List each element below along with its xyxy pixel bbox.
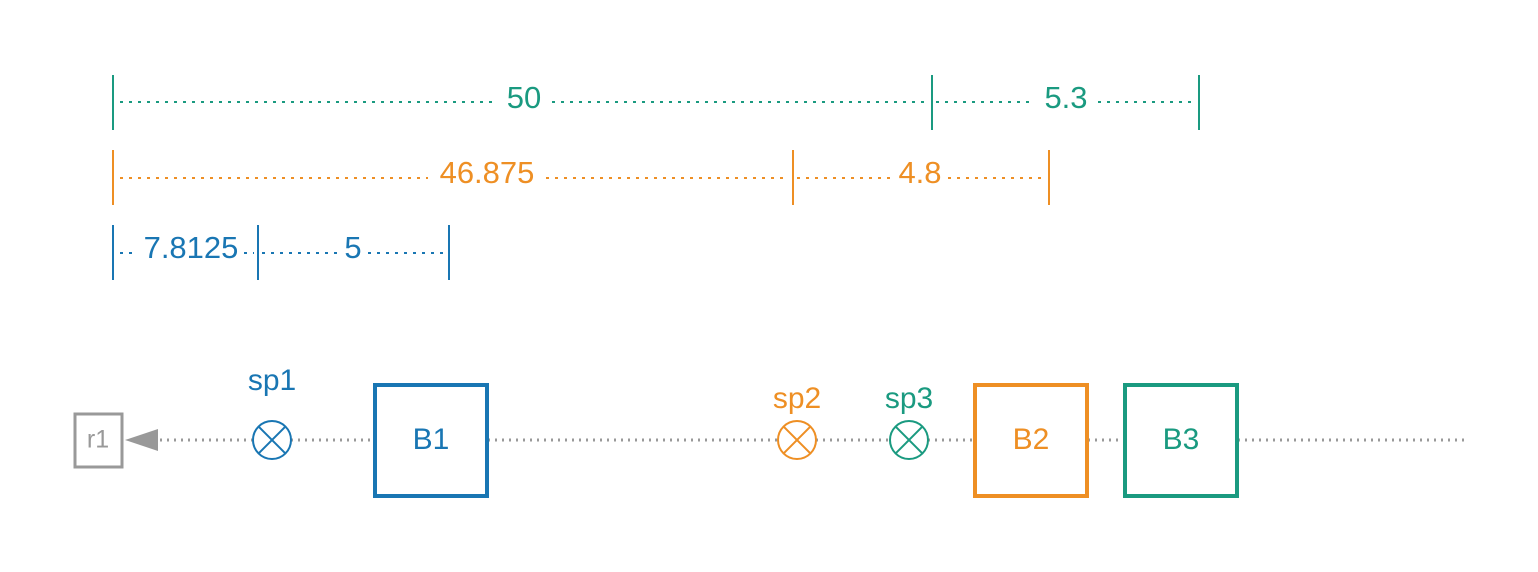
spool-label: sp1 — [248, 364, 296, 397]
cross-circle-icon — [889, 420, 929, 460]
dim-label-blue-2: 5 — [344, 230, 361, 265]
dim-label-blue-1: 7.8125 — [144, 230, 239, 265]
dim-label-orange-1: 46.875 — [440, 155, 535, 190]
dimension-row-blue: 7.8125 5 — [112, 225, 450, 280]
dim-label-teal-2: 5.3 — [1044, 80, 1087, 115]
cross-line — [782, 425, 812, 455]
box-label: B2 — [1013, 423, 1050, 456]
spool-sp3: sp3 — [885, 382, 933, 460]
dim-label-orange-2: 4.8 — [898, 155, 941, 190]
arrow-left-icon — [125, 429, 158, 451]
dim-label-teal-1: 50 — [507, 80, 541, 115]
receiver-label: r1 — [87, 426, 109, 454]
box-b3: B3 — [1123, 383, 1239, 498]
dimension-row-teal: 50 5.3 — [112, 75, 1200, 130]
box-b1: B1 — [373, 383, 489, 498]
cross-circle-icon — [252, 420, 292, 460]
cross-line — [257, 425, 287, 455]
box-label: B3 — [1163, 423, 1200, 456]
box-b2: B2 — [973, 383, 1089, 498]
box-frame — [373, 383, 489, 498]
receiver-r1: r1 — [73, 412, 158, 469]
cross-circle-icon — [777, 420, 817, 460]
receiver-box — [73, 412, 124, 469]
spool-sp2: sp2 — [773, 382, 821, 460]
cross-line — [894, 425, 924, 455]
spool-label: sp3 — [885, 382, 933, 415]
box-frame — [1123, 383, 1239, 498]
spool-sp1: sp1 — [248, 364, 296, 460]
spool-label: sp2 — [773, 382, 821, 415]
box-label: B1 — [413, 423, 450, 456]
dimension-row-orange: 46.875 4.8 — [112, 150, 1050, 205]
box-frame — [973, 383, 1089, 498]
